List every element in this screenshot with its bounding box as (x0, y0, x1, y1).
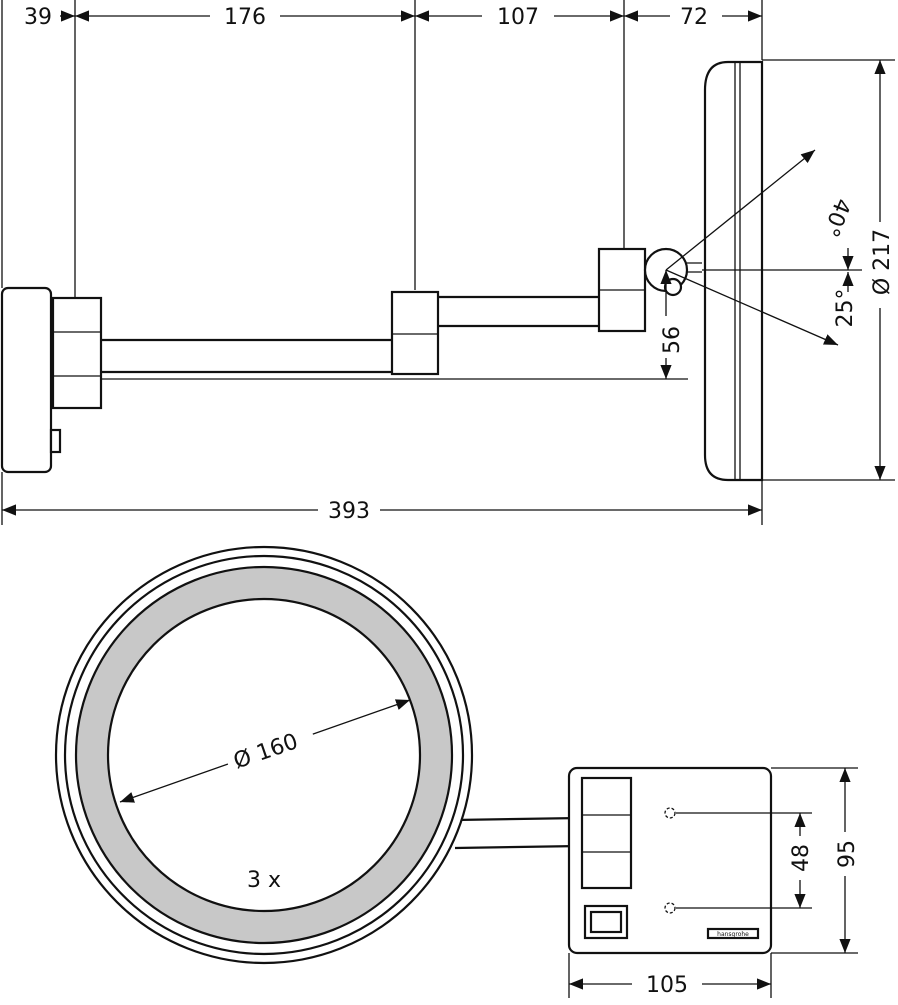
front-arm (454, 816, 582, 850)
dim-95: 95 (835, 840, 860, 868)
dim-48: 48 (789, 844, 814, 872)
screw-hole-top (664, 807, 676, 819)
tilt-down-line (665, 269, 839, 346)
dim-393-line: 393 (2, 498, 762, 524)
side-view: 39 176 107 72 393 56 (0, 0, 895, 525)
magnification-label: 3 x (247, 868, 281, 893)
dim-105: 105 (646, 973, 688, 998)
angle-25: 25° (833, 289, 858, 328)
wall-mount-block (51, 296, 103, 410)
dim-72-line: 72 (624, 4, 762, 30)
tilt-up-line (665, 149, 816, 271)
dim-176: 176 (224, 5, 266, 30)
dim-176-line: 176 (75, 4, 415, 30)
wall-switch (49, 428, 62, 454)
arm-1 (101, 338, 397, 374)
dim-107: 107 (497, 5, 539, 30)
arm-joint-1 (390, 290, 440, 376)
screw-hole-bottom (664, 902, 676, 914)
dim-217: Ø 217 (870, 229, 895, 295)
dim-72: 72 (680, 5, 708, 30)
front-view: Ø 160 3 x hansgrohe 48 95 105 (54, 545, 860, 998)
dim-56: 56 (660, 326, 685, 354)
mount-block-front (580, 776, 633, 890)
dim-393: 393 (328, 499, 370, 524)
angle-40: 40° (817, 195, 855, 241)
dim-39-line: 39 (18, 5, 75, 30)
brand-plate (706, 927, 760, 940)
dim-107-line: 107 (415, 4, 624, 30)
arm-2 (438, 295, 604, 328)
brand-label: hansgrohe (717, 931, 749, 938)
dim-39: 39 (24, 5, 52, 30)
wall-plate (0, 286, 53, 474)
mirror-side (703, 60, 764, 482)
